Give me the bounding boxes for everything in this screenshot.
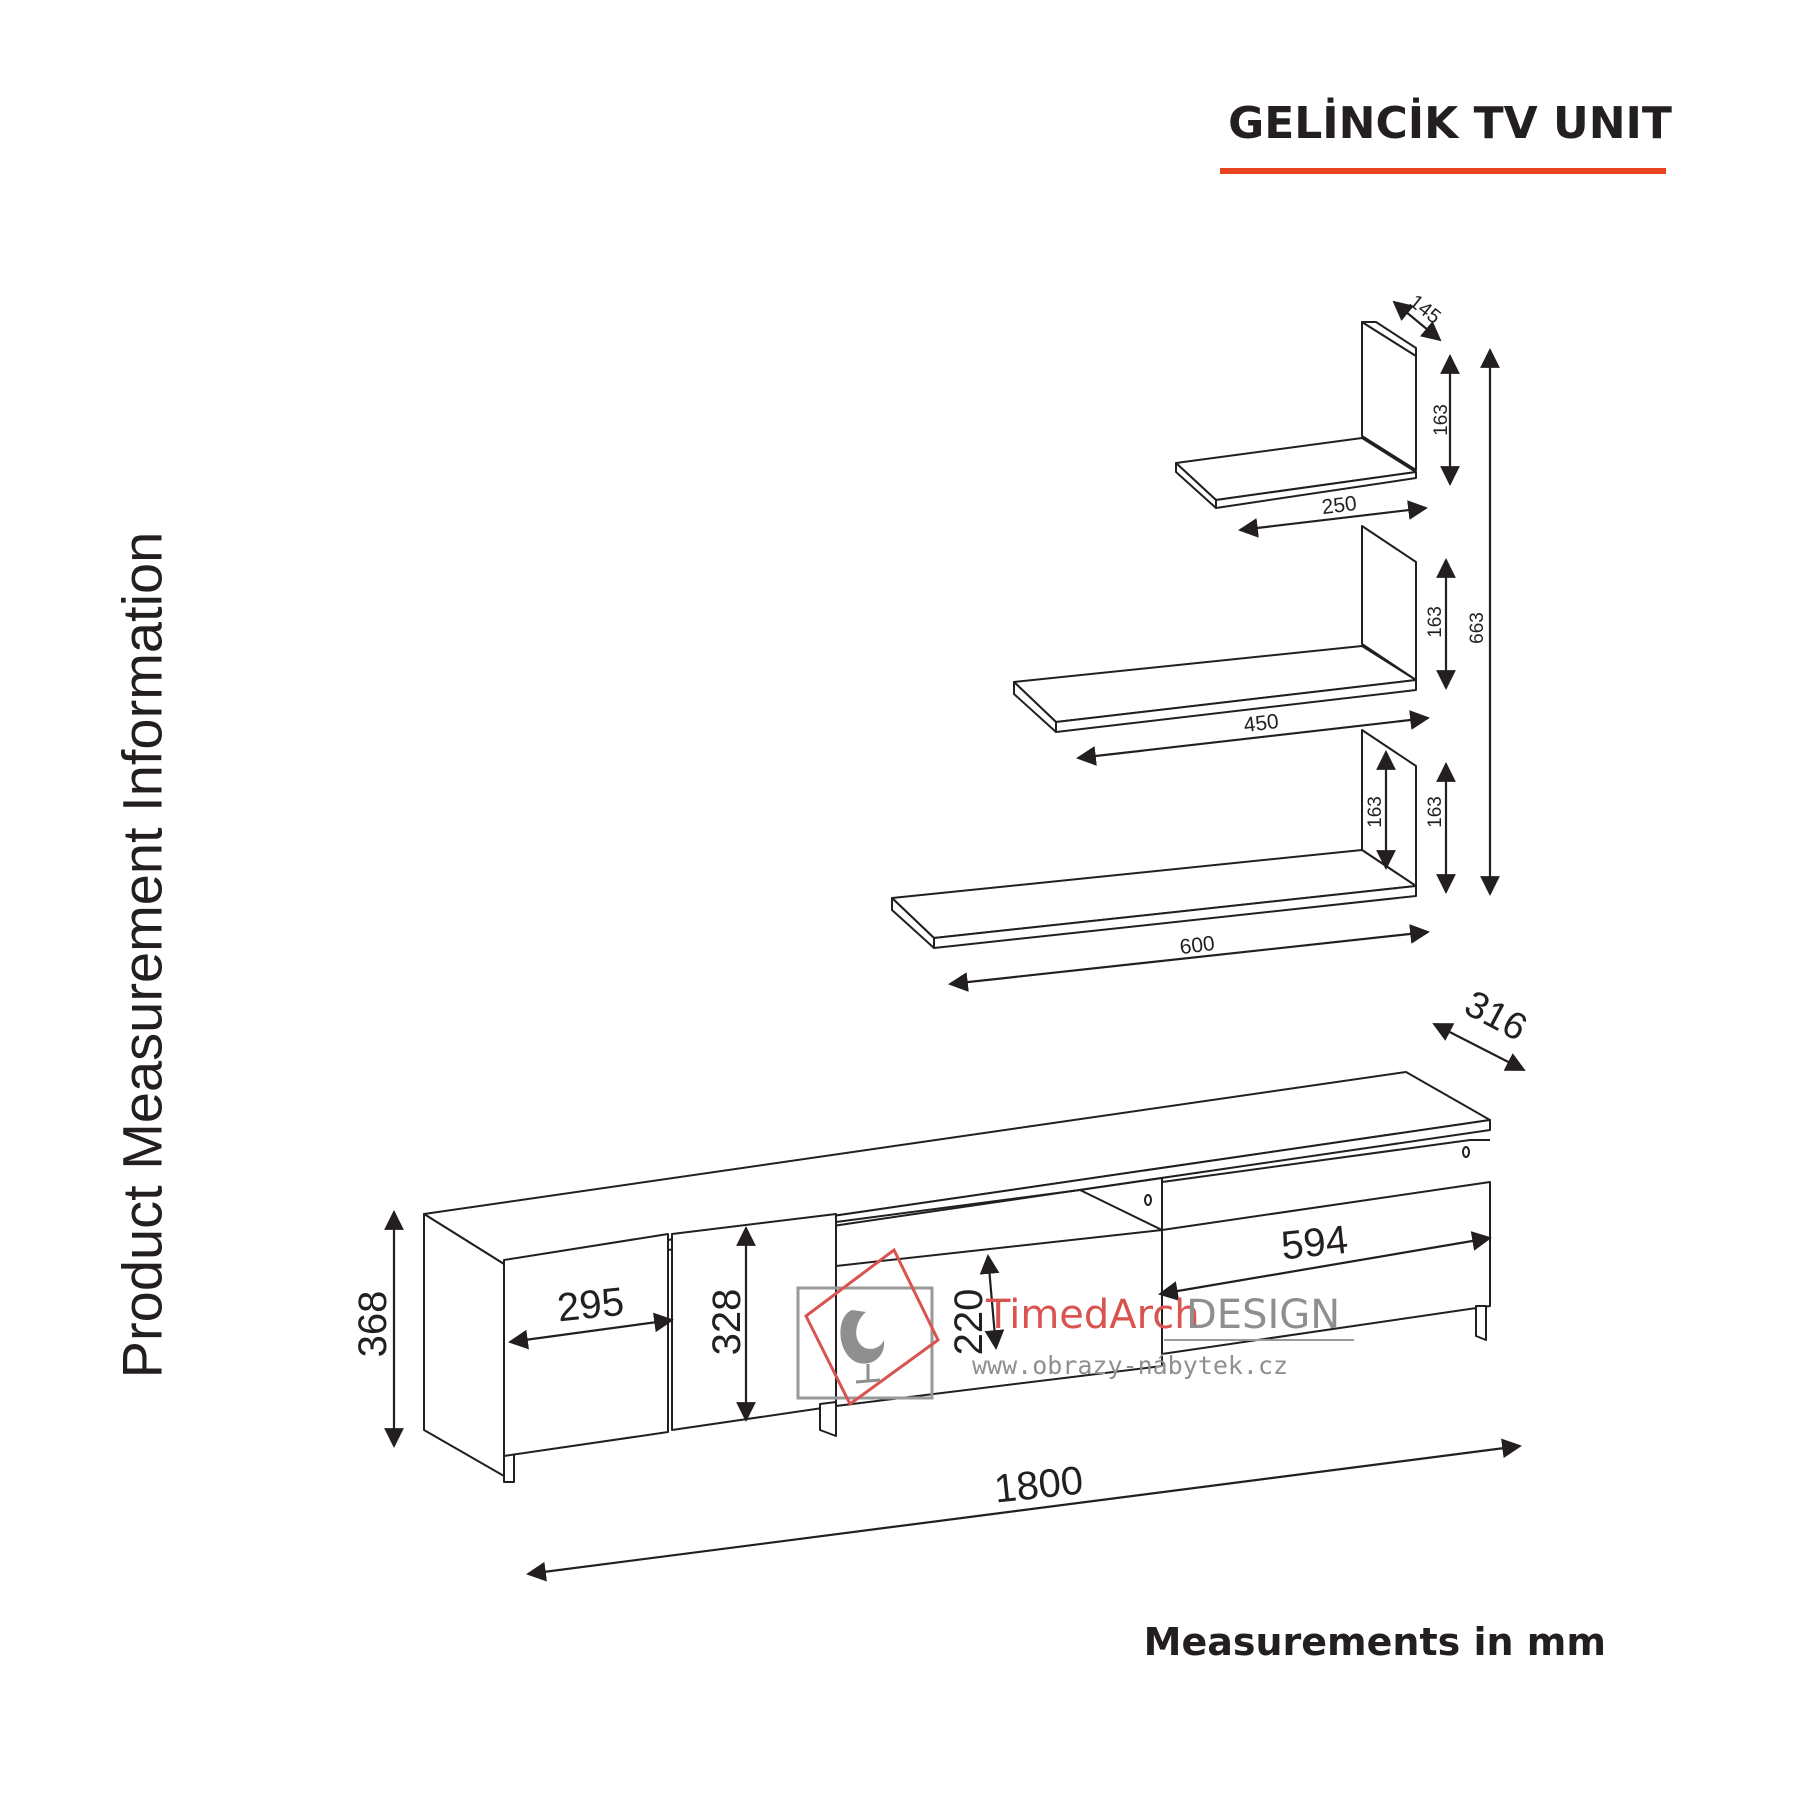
shelf-top	[1175, 321, 1417, 509]
shelf-top-height-label: 163	[1431, 404, 1452, 436]
egg-chair-icon	[840, 1310, 885, 1364]
shelf-middle-width-label: 450	[1242, 710, 1280, 737]
shelf-bottom-height-label: 163	[1425, 796, 1446, 828]
niche-height-dim	[979, 1254, 1005, 1350]
shelf-bottom	[891, 729, 1417, 949]
shelf-middle	[1013, 525, 1417, 733]
tv-height-label: 368	[351, 1291, 395, 1358]
watermark-url: www.obrazy-nábytek.cz	[972, 1351, 1288, 1380]
watermark: TimedArch DESIGN www.obrazy-nábytek.cz	[796, 1247, 1354, 1407]
left-door-width-dim	[508, 1312, 674, 1350]
shelf-middle-width-dim	[1076, 710, 1430, 766]
shelf-bottom-width-dim	[948, 924, 1430, 992]
shelf-middle-height-label: 163	[1425, 606, 1446, 638]
tv-unit	[423, 1071, 1491, 1483]
left-door-width-label: 295	[555, 1280, 626, 1331]
shelf-depth-label: 145	[1405, 291, 1445, 329]
shelf-bottom-inner-height-label: 163	[1365, 796, 1386, 828]
units-note: Measurements in mm	[1143, 1620, 1606, 1664]
shelf-top-width-dim	[1238, 500, 1428, 538]
watermark-brand-part2: DESIGN	[1186, 1292, 1340, 1338]
tv-total-width-label: 1800	[992, 1459, 1085, 1512]
tv-depth-label: 316	[1458, 983, 1534, 1050]
shelves-total-height-label: 663	[1467, 612, 1488, 644]
shelf-depth-dim	[1392, 300, 1442, 342]
door-height-label: 328	[705, 1289, 749, 1356]
page-title: GELİNCİK TV UNIT	[1228, 98, 1672, 149]
shelf-bottom-width-label: 600	[1178, 932, 1216, 959]
watermark-logo	[796, 1247, 940, 1407]
title-underline	[1220, 168, 1666, 174]
niche-height-label: 220	[947, 1289, 991, 1356]
watermark-brand-part1: TimedArch	[985, 1292, 1200, 1338]
shelf-top-width-label: 250	[1320, 492, 1358, 519]
tv-depth-dim	[1432, 1023, 1526, 1071]
tv-total-width-dim	[526, 1438, 1522, 1582]
right-drawer-width-dim	[1158, 1231, 1492, 1301]
right-drawer-width-label: 594	[1279, 1218, 1350, 1269]
